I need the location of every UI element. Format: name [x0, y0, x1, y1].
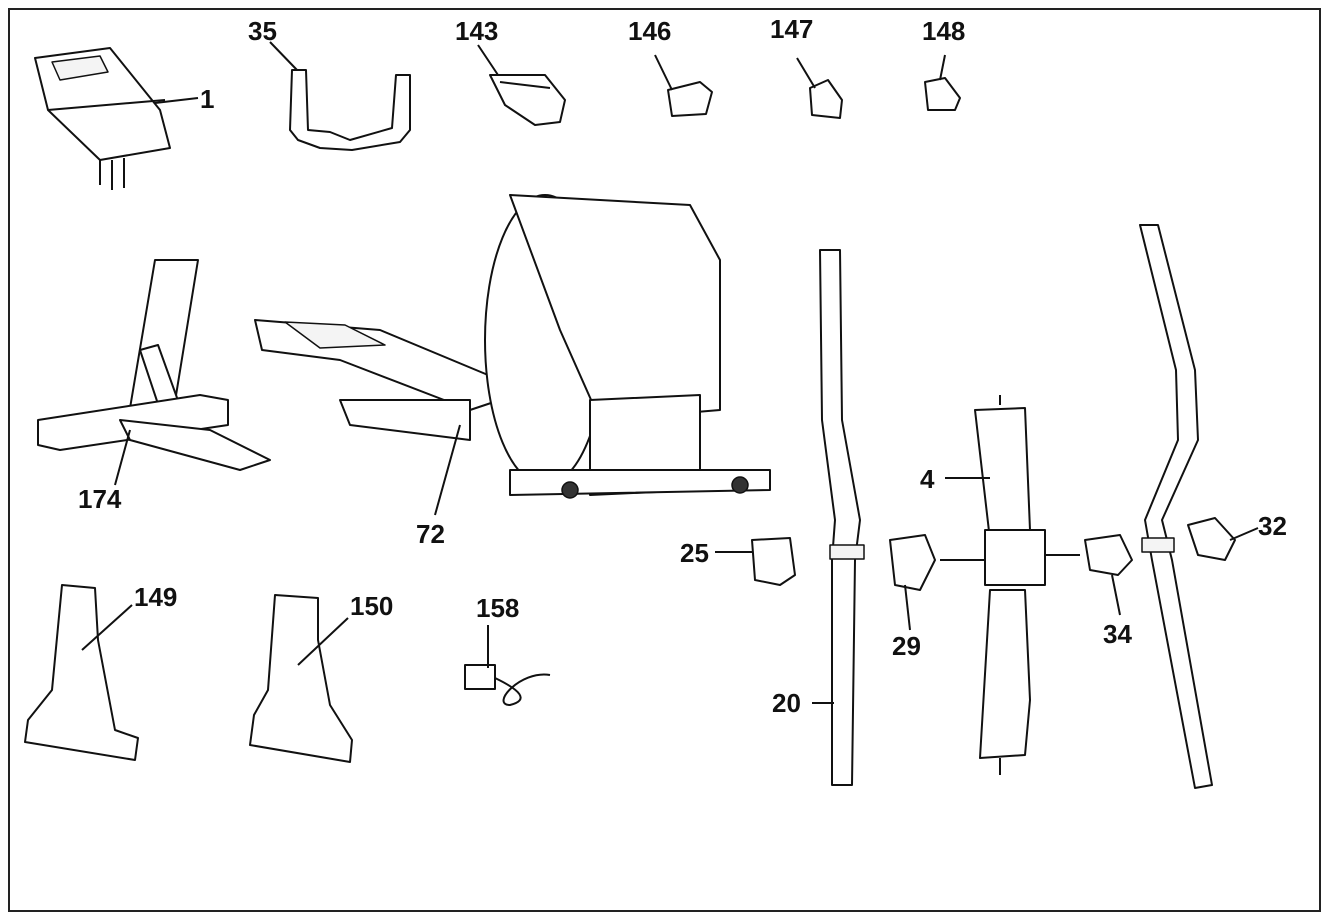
label-part-143: 143: [455, 16, 498, 46]
part-143: [489, 74, 566, 126]
part-174-stand: [37, 259, 271, 471]
label-part-35: 35: [248, 16, 277, 46]
label-part-4: 4: [920, 464, 935, 494]
part-4-pivot-upright: [940, 395, 1080, 775]
part-148: [924, 77, 961, 111]
label-part-158: 158: [476, 593, 519, 623]
part-147: [809, 79, 843, 119]
label-part-174: 174: [78, 484, 122, 514]
label-part-32: 32: [1258, 511, 1287, 541]
label-part-149: 149: [134, 582, 177, 612]
part-34: [1084, 534, 1133, 576]
label-part-20: 20: [772, 688, 801, 718]
part-20-left-handle: [819, 249, 865, 786]
part-35-handlebar: [289, 69, 411, 151]
label-part-34: 34: [1103, 619, 1132, 649]
part-72-main-frame: [254, 194, 771, 499]
part-146: [667, 81, 713, 117]
part-1-console: [34, 47, 171, 190]
label-part-147: 147: [770, 14, 813, 44]
label-part-148: 148: [922, 16, 965, 46]
part-150-cover: [249, 594, 353, 763]
label-part-29: 29: [892, 631, 921, 661]
part-158-adapter: [464, 664, 551, 707]
part-right-handle: [1139, 224, 1213, 789]
label-part-1: 1: [200, 84, 214, 114]
label-part-146: 146: [628, 16, 671, 46]
label-part-72: 72: [416, 519, 445, 549]
part-149-cover: [24, 584, 139, 761]
label-part-150: 150: [350, 591, 393, 621]
diagram-frame: [8, 8, 1321, 912]
part-29: [889, 534, 936, 591]
part-25: [751, 537, 796, 586]
label-part-25: 25: [680, 538, 709, 568]
part-32: [1187, 517, 1236, 561]
